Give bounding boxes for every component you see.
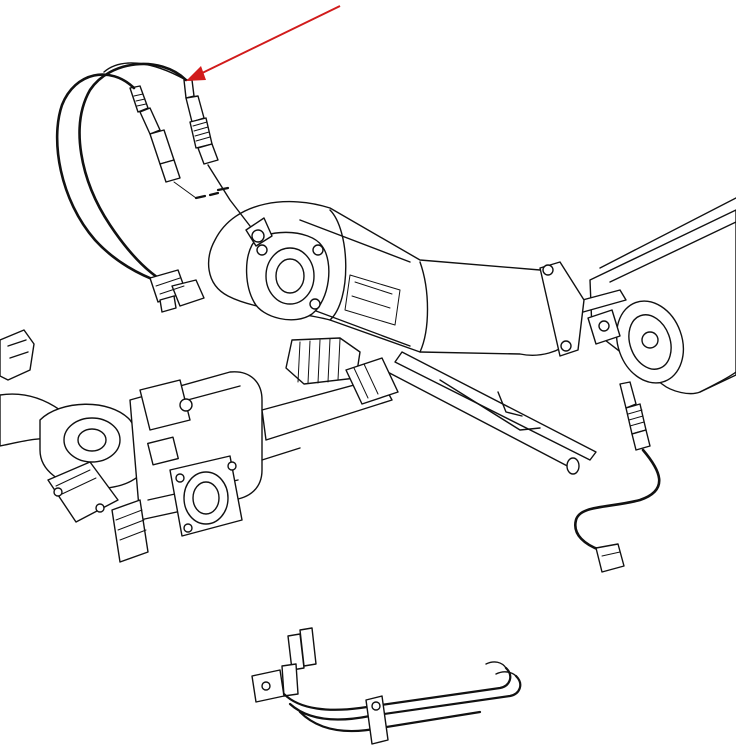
hose-assembly	[251, 627, 522, 745]
sensor-connectors	[149, 269, 205, 313]
sensor-harness	[55, 62, 188, 287]
catalytic-converter	[208, 200, 621, 357]
throttle-body	[169, 455, 243, 537]
rear-muffler	[589, 197, 736, 395]
callout-arrow	[186, 5, 341, 81]
engine-intake-assembly	[0, 329, 399, 563]
downstream-oxygen-sensor	[574, 381, 661, 573]
upstream-oxygen-sensors	[129, 79, 251, 227]
